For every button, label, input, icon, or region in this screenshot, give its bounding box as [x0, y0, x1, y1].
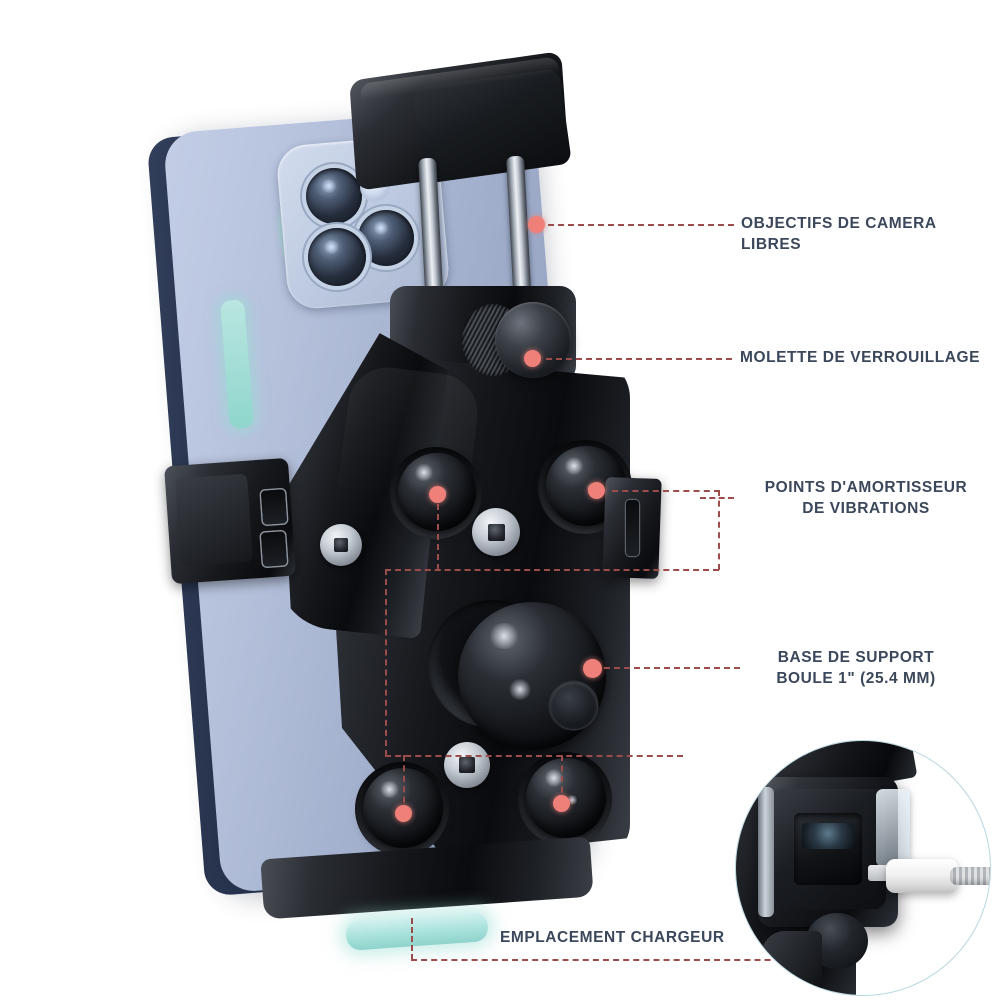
side-grip-left-pad: [175, 473, 253, 567]
inset-cable-connector-body: [886, 859, 958, 893]
anchor-dot-locking-wheel: [524, 350, 541, 367]
anchor-dot-damper-top-left: [429, 486, 446, 503]
callout-label-locking-wheel: MOLETTE DE VERROUILLAGE: [740, 349, 980, 366]
anchor-dot-damper-bottom-left: [395, 805, 412, 822]
inset-chrome-edge: [758, 787, 774, 917]
camera-lens-top: [306, 168, 362, 224]
ball-mount-sphere[interactable]: [458, 602, 606, 750]
anchor-dot-damper-bottom-right: [553, 795, 570, 812]
side-grip-right-slot: [626, 500, 639, 556]
inset-arm-bottom: [760, 931, 822, 995]
side-grip-left-slot-bottom: [260, 531, 288, 567]
hex-screw-lower: [444, 742, 490, 788]
anchor-dot-damper-top-right: [588, 482, 605, 499]
charging-slot-highlight: [345, 911, 489, 951]
inset-charging-port-contact: [802, 823, 854, 849]
hex-screw-upper: [472, 508, 520, 556]
anchor-dot-camera: [528, 216, 545, 233]
hex-screw-side: [320, 524, 362, 566]
callout-label-camera: OBJECTIFS DE CAMERA LIBRES: [741, 215, 937, 253]
charging-port-closeup-inset: [735, 740, 991, 996]
camera-lens-bottom: [308, 228, 366, 286]
anchor-dot-ball-base: [583, 659, 602, 678]
callout-label-ball-base: BASE DE SUPPORT BOULE 1" (25.4 MM): [776, 649, 936, 687]
callout-label-vibration-dampers: POINTS D'AMORTISSEUR DE VIBRATIONS: [764, 479, 968, 517]
side-grip-left-slot-top: [260, 489, 288, 525]
inset-clear-tab: [876, 789, 910, 867]
inset-cable-cord: [950, 867, 990, 885]
camera-lens-right: [358, 210, 414, 266]
callout-label-charger-slot: EMPLACEMENT CHARGEUR: [500, 929, 725, 946]
